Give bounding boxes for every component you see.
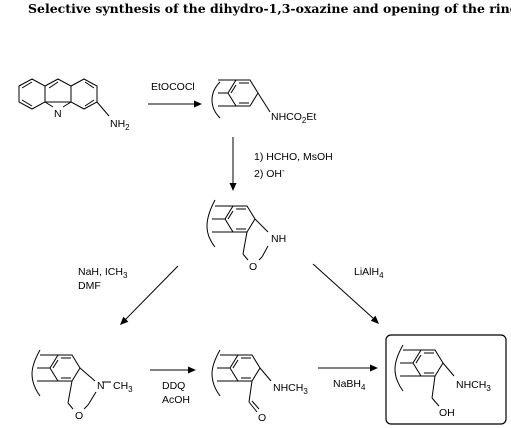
- amino-group-label: NH2: [110, 118, 130, 132]
- carbamate-label: NHCO2Et: [271, 111, 316, 125]
- oxazine-structure: NH O: [206, 199, 286, 273]
- aldehyde-structure: NHCH3 O: [211, 349, 308, 424]
- reagent-step4: LiAlH4: [354, 266, 384, 280]
- reagent-step5-line1: DDQ: [162, 380, 185, 392]
- n-methyl-benzene-ring: [49, 354, 81, 382]
- oxazine-benzene-ring: [224, 205, 256, 233]
- arrow-step4: LiAlH4: [312, 263, 384, 324]
- aldehyde-o-label: O: [258, 412, 266, 424]
- reagent-step5-line2: AcOH: [162, 394, 190, 406]
- n-methyl-ch3-label: CH3: [113, 380, 133, 394]
- aminoacridine-structure: N NH2: [18, 78, 130, 132]
- reagent-step6: NaBH4: [333, 378, 366, 392]
- carbamate-ring: [227, 79, 259, 107]
- carbamate-structure: NHCO2Et: [211, 79, 316, 125]
- amino-alcohol-nhch3-label: NHCH3: [456, 379, 491, 393]
- amino-alcohol-structure: NHCH3 OH: [385, 334, 507, 425]
- reagent-step2-line2: 2) OH-: [254, 166, 285, 180]
- arrow-step2: 1) HCHO, MsOH 2) OH-: [229, 137, 333, 191]
- amino-alcohol-oh-label: OH: [439, 407, 455, 419]
- oxazine-o-label: O: [249, 261, 257, 273]
- acridine-left-ring: [18, 78, 46, 110]
- reagent-step1: EtOCOCl: [151, 81, 195, 93]
- oxazine-nh-label: NH: [271, 233, 286, 245]
- acridine-nitrogen: N: [54, 108, 62, 120]
- arrow-step5: DDQ AcOH: [150, 366, 196, 406]
- arrow-step3: NaH, ICH3 DMF: [78, 265, 179, 325]
- product-box: [385, 334, 507, 425]
- aldehyde-nhch3-label: NHCH3: [273, 382, 308, 396]
- reagent-step3-line1: NaH, ICH3: [78, 266, 128, 280]
- arrow-step6: NaBH4: [318, 364, 378, 392]
- acridine-right-ring: [70, 78, 98, 110]
- reagent-step2-line1: 1) HCHO, MsOH: [254, 151, 333, 163]
- scheme-title: Selective synthesis of the dihydro-1,3-o…: [28, 1, 511, 16]
- n-methyl-o-label: O: [75, 410, 83, 422]
- aldehyde-benzene-ring: [229, 354, 261, 382]
- n-methyl-n-label: N: [97, 380, 105, 392]
- reagent-step3-line2: DMF: [78, 280, 101, 292]
- arrow-step1: EtOCOCl: [148, 81, 202, 108]
- n-methyl-oxazine-structure: N CH3 O: [31, 349, 133, 422]
- amino-alcohol-benzene-ring: [412, 349, 444, 377]
